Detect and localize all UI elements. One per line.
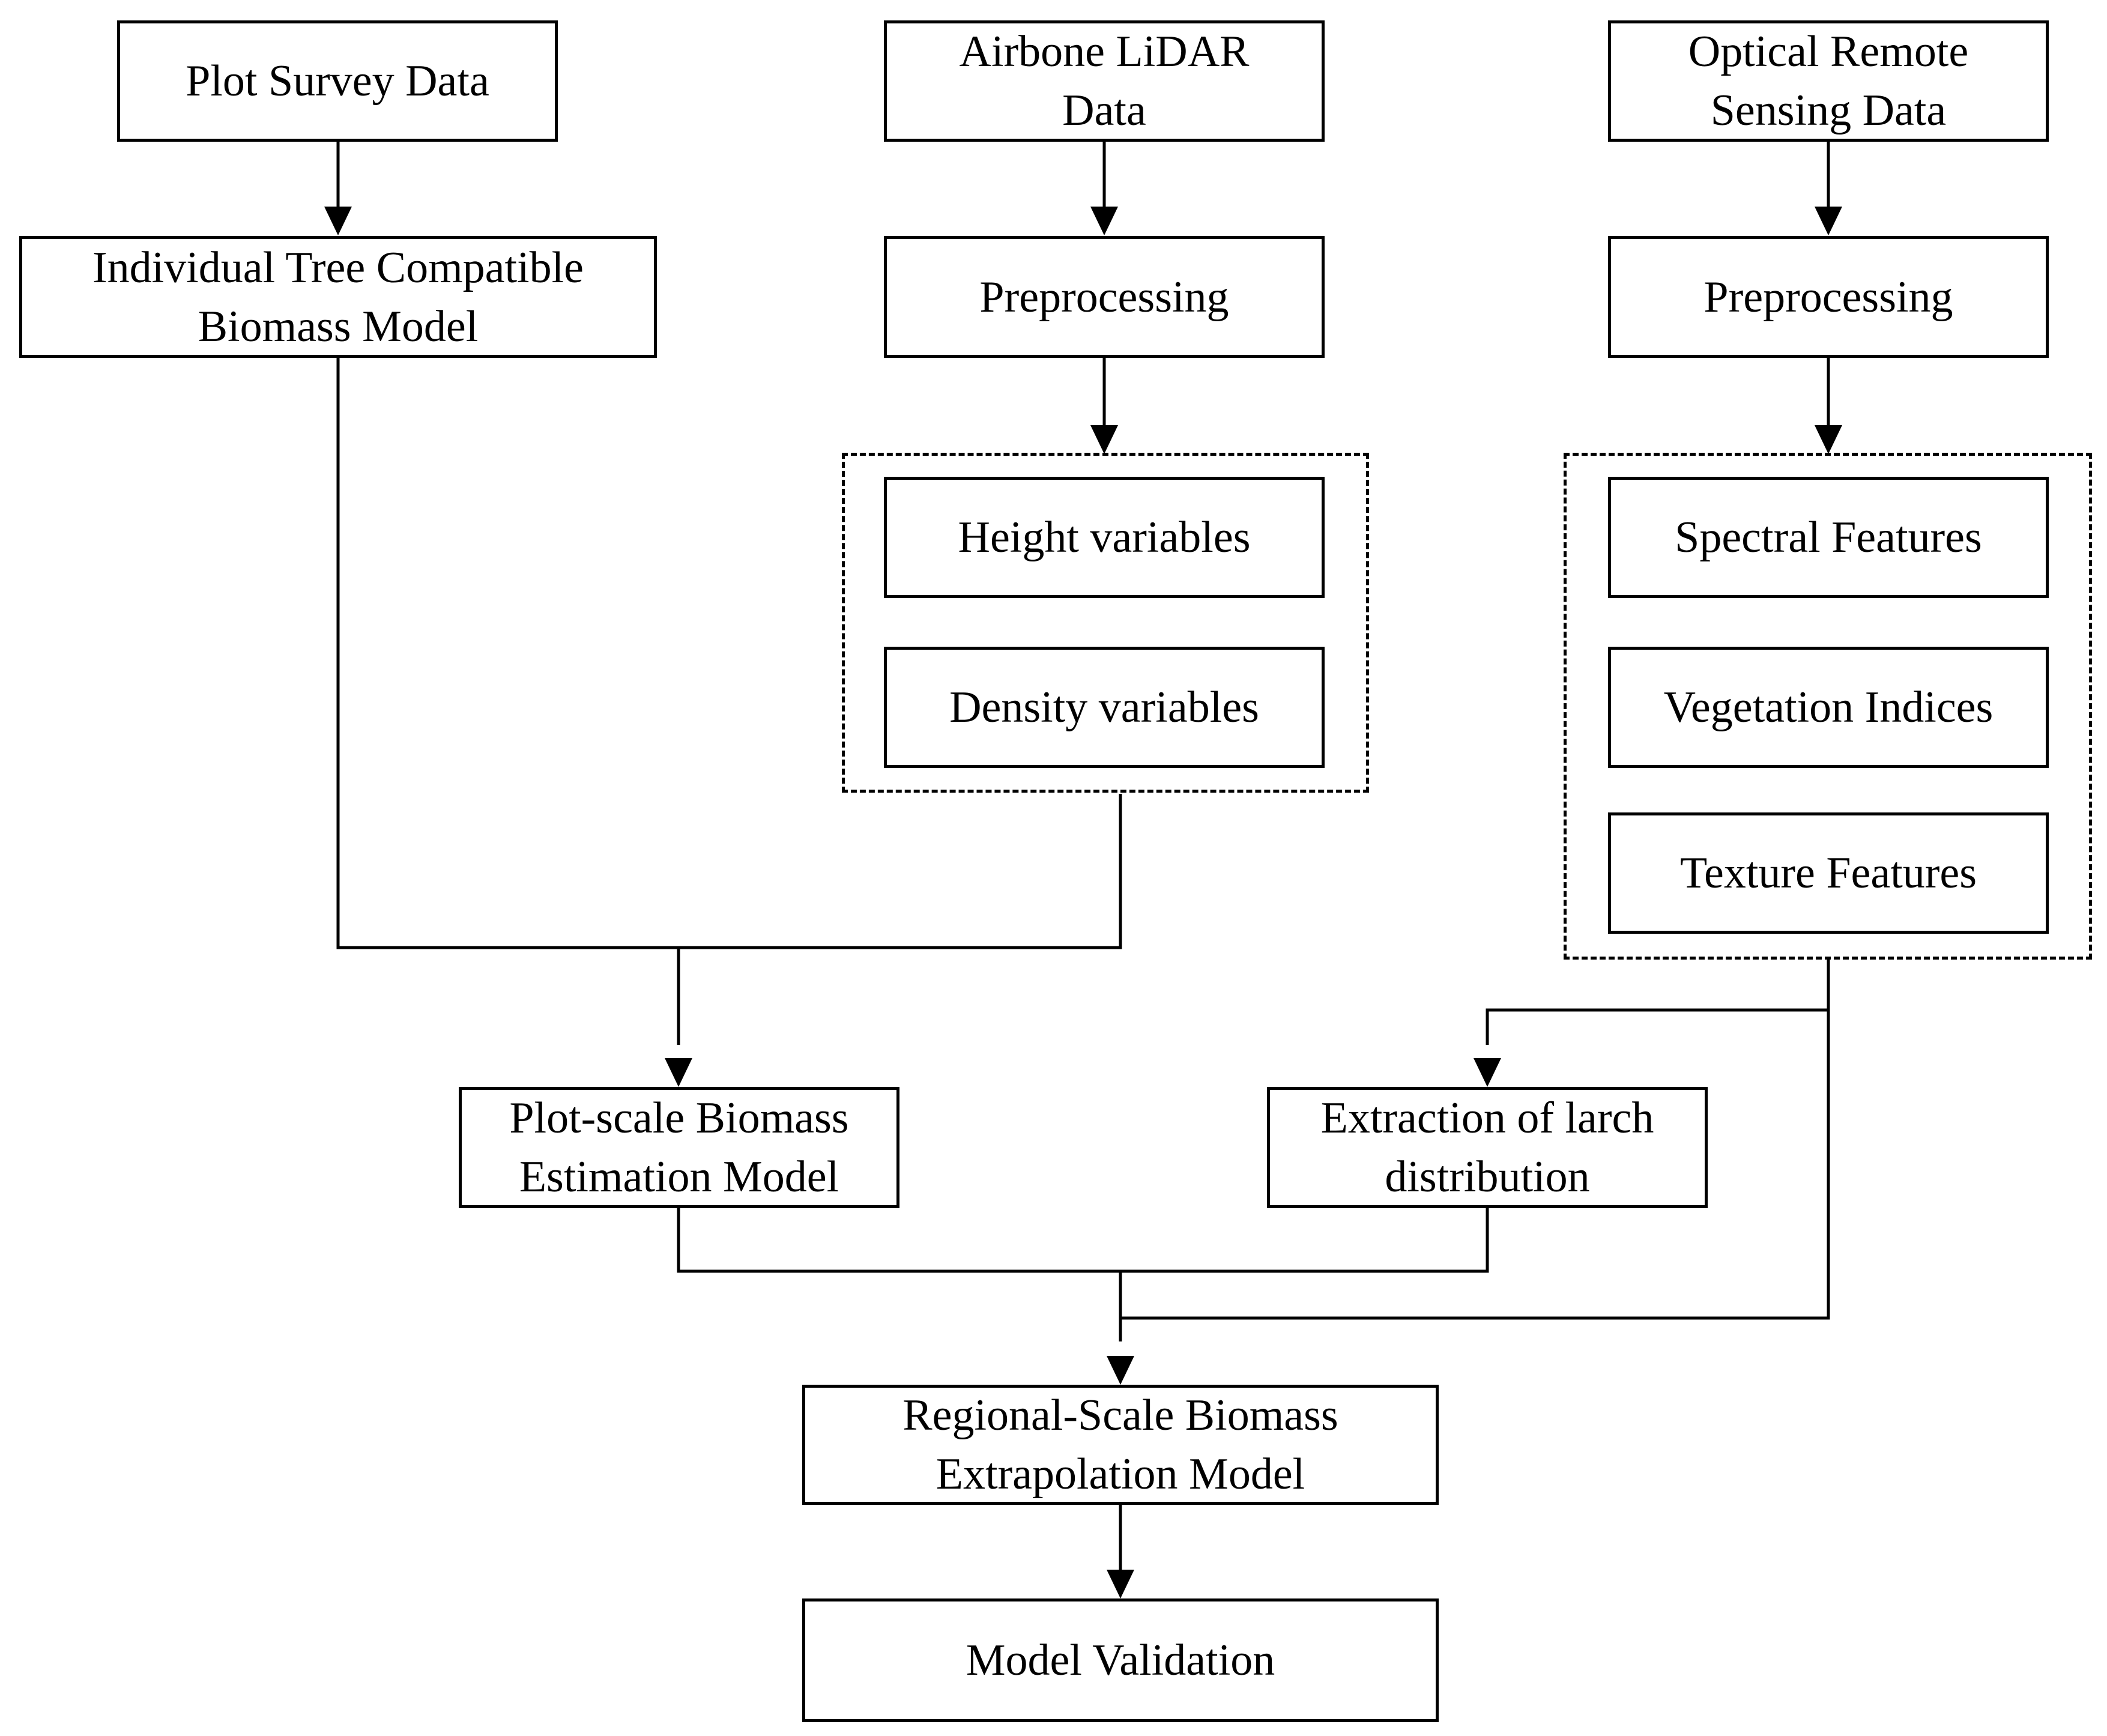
vegetation-indices-box: Vegetation Indices <box>1608 647 2049 768</box>
lidar-preprocessing-box: Preprocessing <box>884 236 1325 358</box>
arrowhead-lidar-variables <box>1090 425 1118 454</box>
arrowhead-plot-scale-model <box>665 1058 692 1087</box>
node-label-line: Height variables <box>958 513 1251 562</box>
connector-individual-tree-branch <box>336 358 1122 949</box>
node-label-line: Individual Tree Compatible <box>92 243 584 292</box>
lidar-variables-group <box>842 453 1369 793</box>
arrowhead-individual-tree <box>324 207 352 235</box>
optical-features-group <box>1564 453 2092 960</box>
arrowhead-optical-preprocessing <box>1815 207 1842 235</box>
node-label-line: Preprocessing <box>1703 272 1953 322</box>
node-label-line: distribution <box>1385 1152 1590 1202</box>
node-label-line: Preprocessing <box>979 272 1229 322</box>
connector-optical-features-to-regional <box>1120 1010 1830 1320</box>
larch-distribution-extraction-box: Extraction of larch distribution <box>1267 1087 1708 1208</box>
arrow-optical-features-to-larch <box>1486 960 1830 1045</box>
texture-features-box: Texture Features <box>1608 812 2049 934</box>
node-label-line: Plot Survey Data <box>186 56 489 106</box>
height-variables-box: Height variables <box>884 477 1325 598</box>
node-label-line: Sensing Data <box>1710 86 1947 135</box>
node-label-line: Plot-scale Biomass <box>509 1093 849 1143</box>
spectral-features-box: Spectral Features <box>1608 477 2049 598</box>
node-label-line: Vegetation Indices <box>1663 683 1994 732</box>
connector-plot-scale-and-larch <box>677 1208 1489 1273</box>
node-label-line: Extrapolation Model <box>936 1450 1305 1499</box>
arrowhead-optical-features <box>1815 425 1842 454</box>
node-label-line: Texture Features <box>1679 848 1977 898</box>
arrowhead-regional-model <box>1107 1356 1134 1385</box>
node-label-line: Biomass Model <box>198 301 479 351</box>
node-label-line: Model Validation <box>966 1636 1275 1685</box>
plot-survey-data-box: Plot Survey Data <box>117 20 558 142</box>
node-label-line: Estimation Model <box>519 1152 839 1202</box>
node-label-line: Airbone LiDAR <box>959 27 1250 76</box>
optical-preprocessing-box: Preprocessing <box>1608 236 2049 358</box>
arrowhead-model-validation <box>1107 1570 1134 1598</box>
arrowhead-larch-distribution <box>1474 1058 1501 1087</box>
arrowhead-lidar-preprocessing <box>1090 207 1118 235</box>
airborne-lidar-data-box: Airbone LiDAR Data <box>884 20 1325 142</box>
node-label-line: Density variables <box>949 683 1259 732</box>
density-variables-box: Density variables <box>884 647 1325 768</box>
node-label-line: Regional-Scale Biomass <box>902 1391 1338 1440</box>
node-label-line: Optical Remote <box>1688 27 1969 76</box>
node-label-line: Spectral Features <box>1675 513 1982 562</box>
node-label-line: Data <box>1062 86 1146 135</box>
model-validation-box: Model Validation <box>802 1598 1439 1722</box>
node-label-line: Extraction of larch <box>1320 1093 1654 1143</box>
